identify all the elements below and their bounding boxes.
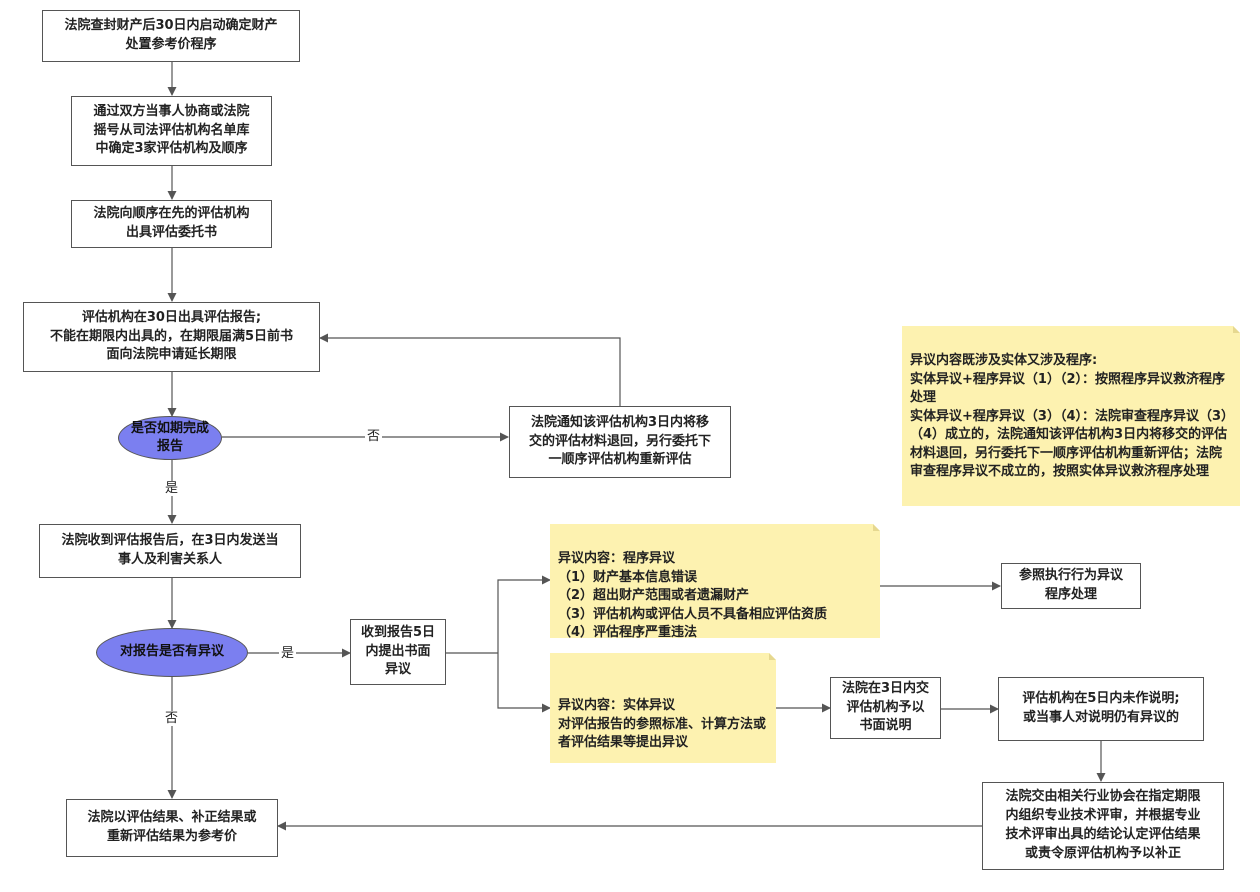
no-explanation-step: 评估机构在5日内未作说明; 或当事人对说明仍有异议的 xyxy=(998,677,1204,741)
procedure-handling-step: 参照执行行为异议 程序处理 xyxy=(1001,563,1141,609)
agency-selection-step: 通过双方当事人协商或法院 摇号从司法评估机构名单库 中确定3家评估机构及顺序 xyxy=(71,96,272,166)
edge-label-no-objection: 否 xyxy=(163,711,181,726)
note-fold-icon xyxy=(1233,326,1240,333)
edge-branch-procedural xyxy=(497,575,551,653)
technical-review-step: 法院交由相关行业协会在指定期限 内组织专业技术评审，并根据专业 技术评审出具的结… xyxy=(982,782,1224,870)
edge-reassign-report xyxy=(319,333,621,406)
reassign-agency-step: 法院通知该评估机构3日内将移 交的评估材料退回，另行委托下 一顺序评估机构重新评… xyxy=(509,406,731,478)
send-report-step: 法院收到评估报告后，在3日内发送当 事人及利害关系人 xyxy=(39,524,301,578)
entrustment-step: 法院向顺序在先的评估机构 出具评估委托书 xyxy=(71,200,272,248)
edge-label-no-ontime: 否 xyxy=(365,429,383,444)
substantive-objection-note: 异议内容：实体异议 对评估报告的参照标准、计算方法或者评估结果等提出异议 xyxy=(550,653,776,763)
substantive-objection-note-text: 异议内容：实体异议 对评估报告的参照标准、计算方法或者评估结果等提出异议 xyxy=(558,698,767,751)
edge-label-yes-ontime: 是 xyxy=(163,481,181,496)
edge-branch-substantive xyxy=(497,653,551,713)
note-fold-icon xyxy=(769,653,776,660)
note-fold-icon xyxy=(873,524,880,531)
procedural-objection-note-text: 异议内容：程序异议 （1）财产基本信息错误 （2）超出财产范围或者遗漏财产 （3… xyxy=(558,551,828,641)
ontime-decision: 是否如期完成 报告 xyxy=(118,416,222,460)
mixed-objection-note: 异议内容既涉及实体又涉及程序: 实体异议+程序异议（1）（2）：按照程序异议救济… xyxy=(902,326,1240,506)
procedural-objection-note: 异议内容：程序异议 （1）财产基本信息错误 （2）超出财产范围或者遗漏财产 （3… xyxy=(550,524,880,638)
objection-decision: 对报告是否有异议 xyxy=(96,628,248,677)
start-step: 法院查封财产后30日内启动确定财产 处置参考价程序 xyxy=(42,10,300,62)
final-price-step: 法院以评估结果、补正结果或 重新评估结果为参考价 xyxy=(66,799,278,857)
edge-label-yes-objection: 是 xyxy=(279,646,297,661)
mixed-objection-note-text: 异议内容既涉及实体又涉及程序: 实体异议+程序异议（1）（2）：按照程序异议救济… xyxy=(910,353,1228,480)
agency-explanation-step: 法院在3日内交 评估机构予以 书面说明 xyxy=(830,677,941,739)
written-objection-step: 收到报告5日 内提出书面 异议 xyxy=(350,619,446,685)
report-deadline-step: 评估机构在30日出具评估报告; 不能在期限内出具的，在期限届满5日前书 面向法院… xyxy=(23,302,320,372)
